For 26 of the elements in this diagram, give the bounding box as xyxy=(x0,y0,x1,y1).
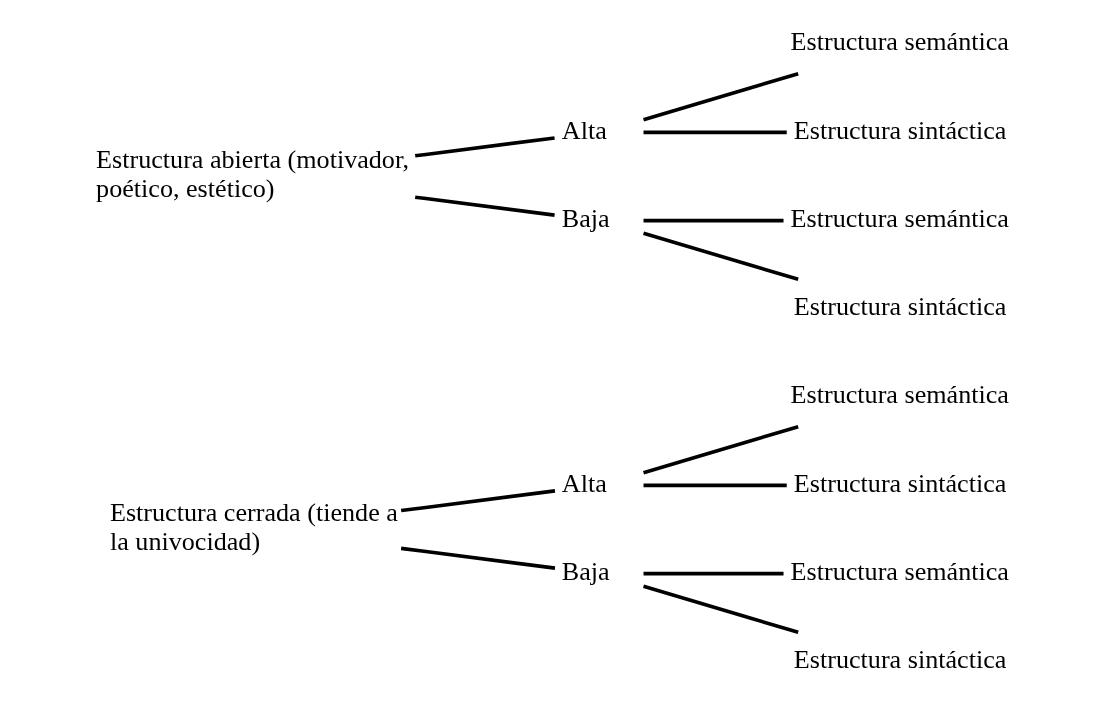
node-text: Alta xyxy=(561,115,607,145)
connector xyxy=(414,195,555,217)
node-text: Estructura semántica xyxy=(790,556,1009,586)
node-text: Baja xyxy=(561,556,610,586)
connector xyxy=(400,489,555,513)
node-text: Estructura semántica xyxy=(790,203,1009,233)
node-text: Estructura semántica xyxy=(790,27,1009,57)
node-text: Estructura sintáctica xyxy=(793,468,1006,498)
node-text: Estructura sintáctica xyxy=(793,645,1006,675)
connector xyxy=(642,72,799,122)
connector xyxy=(642,424,799,475)
node-text: Baja xyxy=(561,203,610,233)
connector xyxy=(642,584,799,634)
node-text: Estructura semántica xyxy=(790,380,1009,410)
node-text: Estructura abierta (motivador, poético, estético) xyxy=(95,145,409,204)
connector xyxy=(400,546,555,570)
connector xyxy=(414,136,555,158)
node-text: Estructura sintáctica xyxy=(793,292,1006,322)
connector xyxy=(643,571,784,576)
connector xyxy=(642,231,799,282)
connector xyxy=(643,483,787,488)
node-text: Estructura cerrada (tiende a la univocidad) xyxy=(109,497,398,557)
node-text: Alta xyxy=(561,468,607,498)
connector xyxy=(643,130,787,135)
connector xyxy=(643,218,784,223)
node-text: Estructura sintáctica xyxy=(793,115,1006,145)
